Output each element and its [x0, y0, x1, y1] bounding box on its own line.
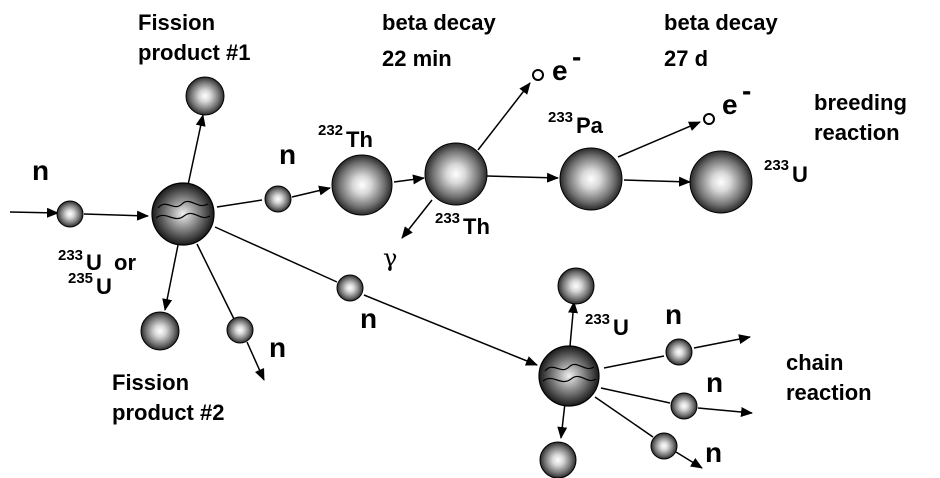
- svg-text:233: 233: [548, 109, 573, 126]
- neutron-label-long: n: [360, 303, 377, 334]
- fissioning-nucleus-1: [151, 182, 215, 246]
- chain-reaction-line2: reaction: [786, 380, 872, 405]
- chain-neutron-label-2: n: [706, 367, 723, 398]
- svg-text:U: U: [86, 250, 102, 275]
- chain-product-bottom-ball: [539, 441, 577, 478]
- line-to-neutron-low: [196, 243, 235, 320]
- beta-decay-1-label: beta decay: [382, 10, 496, 35]
- line-chain-neutron-1: [603, 355, 665, 369]
- arrow-th232-to-th233: [393, 174, 425, 185]
- svg-text:U: U: [613, 315, 629, 340]
- svg-text:Pa: Pa: [576, 113, 604, 138]
- chain-neutron-label-3: n: [705, 437, 722, 468]
- pa233-label: 233 Pa: [548, 109, 604, 138]
- svg-text:233: 233: [764, 157, 789, 174]
- fission-product-1-ball: [185, 76, 225, 116]
- arrow-neutron-to-th232: [291, 185, 331, 198]
- line-to-neutron-mid: [216, 199, 263, 208]
- beta-decay-1-time: 22 min: [382, 46, 452, 71]
- neutron-ball-low: [226, 316, 254, 344]
- arrow-neutron-to-chain: [363, 294, 538, 366]
- svg-text:232: 232: [318, 122, 343, 139]
- line-chain-neutron-3: [594, 396, 654, 438]
- svg-text:-: -: [572, 41, 581, 72]
- svg-text:233: 233: [585, 311, 610, 328]
- th233-label: 233 Th: [435, 210, 490, 239]
- electron-ball-2: [703, 113, 715, 125]
- fission-product-2-ball: [140, 311, 180, 351]
- neutron-label-low: n: [269, 332, 286, 363]
- pa233-ball: [559, 147, 623, 211]
- svg-text:233: 233: [435, 210, 460, 227]
- svg-text:or: or: [114, 250, 136, 275]
- svg-text:U: U: [792, 162, 808, 187]
- fissioning-nucleus-2: [538, 345, 600, 407]
- incoming-arrow-1: [9, 207, 59, 218]
- chain-product-top-ball: [557, 267, 595, 305]
- arrow-chain-neutron-3: [675, 451, 703, 469]
- svg-text:Th: Th: [346, 127, 373, 152]
- svg-text:233: 233: [58, 247, 83, 264]
- arrow-chain-down: [557, 402, 568, 439]
- electron-ball-1: [532, 69, 544, 81]
- breeding-reaction-line1: breeding: [814, 90, 907, 115]
- arrow-pa233-to-u233: [623, 176, 691, 187]
- svg-text:U: U: [96, 274, 112, 299]
- neutron-ball-mid: [264, 185, 292, 213]
- neutron-label-incoming: n: [32, 155, 49, 186]
- beta-decay-2-label: beta decay: [664, 10, 778, 35]
- electron-label-2: e -: [722, 75, 751, 120]
- chain-neutron-ball-1: [665, 338, 693, 366]
- th232-label: 232 Th: [318, 122, 373, 152]
- u233-chain-label: 233 U: [585, 311, 629, 340]
- chain-neutron-label-1: n: [665, 299, 682, 330]
- fission-product-1-label-line2: product #1: [138, 40, 250, 65]
- arrow-chain-neutron-1: [693, 334, 751, 349]
- chain-neutron-ball-2: [670, 392, 698, 420]
- breeding-reaction-line2: reaction: [814, 120, 900, 145]
- line-chain-neutron-2: [600, 387, 671, 404]
- neutron-ball-long: [336, 274, 364, 302]
- svg-text:235: 235: [68, 270, 93, 287]
- electron-label-1: e -: [552, 41, 581, 86]
- chain-reaction-line1: chain: [786, 350, 843, 375]
- svg-text:-: -: [742, 75, 751, 106]
- u233-label-left: 233 U or: [58, 247, 136, 275]
- u233-product-ball: [689, 150, 753, 214]
- svg-text:e: e: [552, 55, 568, 86]
- arrow-chain-up: [568, 301, 578, 347]
- arrow-th233-to-pa233: [486, 172, 559, 183]
- line-to-neutron-long: [214, 226, 338, 283]
- arrow-to-fission-product-2: [162, 244, 179, 311]
- neutron-label-mid: n: [279, 139, 296, 170]
- incoming-arrow-2: [83, 210, 149, 221]
- arrow-beta-electron-1: [477, 82, 531, 151]
- arrow-gamma: [401, 199, 433, 239]
- u235-label-left: 235 U: [68, 270, 112, 299]
- beta-decay-2-time: 27 d: [664, 46, 708, 71]
- th232-ball: [331, 154, 393, 216]
- arrow-neutron-low: [246, 341, 265, 381]
- fission-product-2-label-line2: product #2: [112, 400, 224, 425]
- svg-text:e: e: [722, 89, 738, 120]
- u233-product-label: 233 U: [764, 157, 808, 187]
- arrow-beta-electron-2: [617, 121, 701, 158]
- fission-product-1-label-line1: Fission: [138, 10, 215, 35]
- arrow-chain-neutron-2: [697, 407, 753, 417]
- chain-neutron-ball-3: [650, 432, 678, 460]
- arrow-to-fission-product-1: [187, 114, 206, 186]
- fission-product-2-label-line1: Fission: [112, 370, 189, 395]
- th233-ball: [424, 142, 488, 206]
- incoming-neutron: [56, 200, 84, 228]
- svg-text:Th: Th: [463, 214, 490, 239]
- gamma-label: γ: [383, 244, 397, 272]
